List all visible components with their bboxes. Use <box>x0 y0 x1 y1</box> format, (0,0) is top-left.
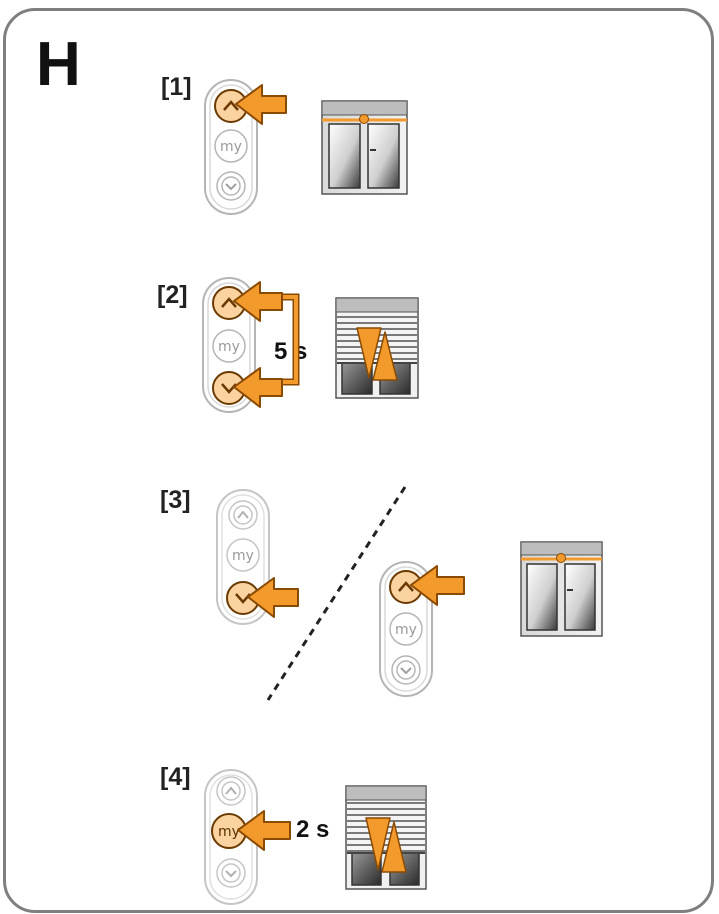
instruction-frame <box>3 8 714 913</box>
press-arrow-icon <box>247 577 299 618</box>
down-button <box>391 655 421 685</box>
up-button <box>228 500 258 530</box>
remote-control-step-1: my <box>204 79 258 215</box>
step-label-4: [4] <box>160 763 191 791</box>
step-label-1: [1] <box>161 73 192 101</box>
step-label-2: [2] <box>157 281 188 309</box>
down-button <box>216 171 246 201</box>
svg-text:my: my <box>218 339 240 355</box>
remote-control-step-2: my <box>202 277 256 413</box>
press-arrow-icon <box>235 84 287 125</box>
window-icon-step-1 <box>321 100 408 195</box>
remote-control-step-3b: my <box>379 561 433 697</box>
remote-control-step-4: my <box>204 769 258 905</box>
my-button: my <box>211 813 247 849</box>
dashed-divider <box>266 486 407 701</box>
step-label-3: [3] <box>160 486 191 514</box>
up-button <box>216 776 246 806</box>
svg-text:my: my <box>232 548 254 564</box>
my-button: my <box>226 538 260 572</box>
roller-shutter-icon-step-4 <box>345 785 427 890</box>
press-arrow-icon <box>233 367 283 408</box>
duration-label-2s: 2 s <box>296 816 330 843</box>
my-button: my <box>214 129 248 163</box>
svg-text:my: my <box>395 622 417 638</box>
my-button: my <box>389 612 423 646</box>
press-arrow-icon <box>233 281 283 322</box>
press-arrow-icon <box>410 565 465 606</box>
down-button <box>216 858 246 888</box>
duration-label-5s: 5 s <box>274 338 308 365</box>
svg-text:my: my <box>220 139 242 155</box>
section-letter: H <box>36 30 81 99</box>
press-arrow-icon <box>237 810 291 851</box>
roller-shutter-icon-step-2 <box>335 297 419 399</box>
window-icon-step-3 <box>520 541 603 637</box>
my-button: my <box>212 329 246 363</box>
svg-text:my: my <box>218 824 240 840</box>
